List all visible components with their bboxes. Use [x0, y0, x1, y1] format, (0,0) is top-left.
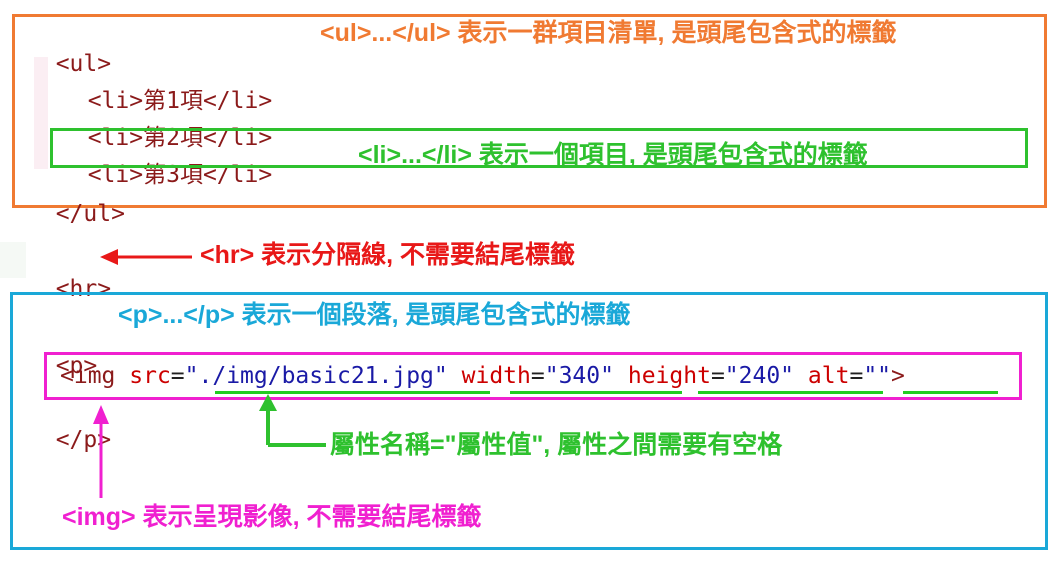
attr-width-value: "340"	[544, 363, 614, 389]
li-item-1: <li>第1項</li>	[87, 88, 273, 114]
attr-src-name: src	[129, 363, 171, 389]
hr-arrow-icon	[100, 249, 192, 265]
ul-open-tag: <ul>	[55, 51, 112, 77]
img-tag-line: <img src="./img/basic21.jpg" width="340"…	[60, 363, 905, 389]
li-note: <li>...</li> 表示一個項目, 是頭尾包含式的標籤	[358, 141, 868, 169]
hr-tag: <hr>	[55, 276, 112, 302]
height-underline	[698, 391, 883, 394]
ul-indent-band	[34, 57, 48, 169]
width-underline	[510, 391, 682, 394]
p-open-tag: <p>	[55, 353, 98, 379]
img-highlight-box	[44, 352, 1022, 400]
src-underline	[215, 391, 490, 394]
alt-underline	[903, 391, 998, 394]
li-highlight-box	[50, 128, 1028, 168]
ul-close-tag: </ul>	[55, 201, 125, 227]
attr-note: 屬性名稱="屬性值", 屬性之間需要有空格	[330, 431, 783, 459]
ul-note: <ul>...</ul> 表示一群項目清單, 是頭尾包含式的標籤	[320, 19, 897, 47]
img-arrow-icon	[93, 405, 109, 498]
p-frame	[10, 292, 1048, 550]
p-note: <p>...</p> 表示一個段落, 是頭尾包含式的標籤	[118, 301, 631, 329]
hr-note: <hr> 表示分隔線, 不需要結尾標籤	[200, 241, 576, 269]
attr-arrow-icon	[259, 394, 326, 447]
attr-width-name: width	[461, 363, 531, 389]
attr-alt-value: ""	[863, 363, 892, 389]
hr-band	[0, 242, 26, 278]
attr-alt-name: alt	[807, 363, 850, 389]
ul-frame	[12, 14, 1047, 208]
attr-src-value: "./img/basic21.jpg"	[184, 363, 448, 389]
attr-height-value: "240"	[724, 363, 795, 389]
attr-height-name: height	[627, 363, 711, 389]
img-note: <img> 表示呈現影像, 不需要結尾標籤	[62, 503, 482, 531]
